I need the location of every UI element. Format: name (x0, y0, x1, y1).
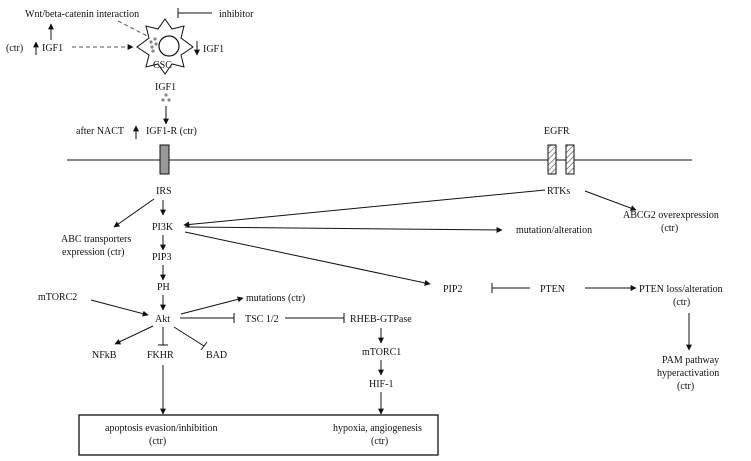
rtks-to-pi3k-arrow (183, 189, 546, 228)
akt-inhibits-bad-tbar (173, 326, 205, 347)
mutations-ctr-label: mutations (ctr) (246, 293, 305, 304)
wnt-beta-catenin-label: Wnt/beta-catenin interaction (25, 9, 139, 20)
rtks-to-abcg2-arrow (584, 190, 637, 211)
csc-nucleus (158, 35, 180, 57)
akt-to-mutations-arrow (180, 296, 244, 315)
hypoxia-line2: (ctr) (371, 436, 388, 447)
outcome-box (78, 414, 439, 456)
apoptosis-line1: apoptosis evasion/inhibition (105, 423, 218, 434)
igf1r-receptor (159, 144, 170, 175)
pi3k-to-mutation-arrow (184, 226, 503, 233)
pam-line3: (ctr) (677, 381, 694, 392)
fkhr-label: FKHR (147, 350, 174, 361)
pam-line2: hyperactivation (657, 368, 719, 379)
mtorc1-label: mTORC1 (362, 347, 401, 358)
pi3k-to-pip2-arrow (184, 231, 431, 286)
igf1-secreted-label: IGF1 (155, 82, 176, 93)
csc-igf1-dots (149, 37, 158, 53)
igf1r-label: IGF1-R (ctr) (146, 126, 197, 137)
ph-label: PH (157, 282, 170, 293)
igf1-right-label: IGF1 (203, 44, 224, 55)
inhibitor-label: inhibitor (219, 9, 254, 20)
ctr-left-label: (ctr) (6, 43, 23, 54)
pten-loss-line2: (ctr) (673, 297, 690, 308)
akt-to-nfkb-arrow (114, 325, 154, 345)
rheb-label: RHEB-GTPase (350, 314, 412, 325)
pten-label: PTEN (540, 284, 565, 295)
akt-label: Akt (155, 314, 170, 325)
hif1-label: HIF-1 (369, 379, 393, 390)
egfr-receptor-right (565, 144, 575, 175)
pi3k-label: PI3K (152, 222, 174, 233)
tsc-label: TSC 1/2 (245, 314, 279, 325)
abc-transporters-line2: expression (ctr) (62, 247, 124, 258)
egfr-label: EGFR (544, 126, 570, 137)
irs-label: IRS (156, 186, 172, 197)
after-nact-label: after NACT (76, 126, 124, 137)
rtks-label: RTKs (547, 186, 570, 197)
egfr-receptor-left (547, 144, 557, 175)
irs-to-abc-arrow (113, 198, 155, 228)
mtorc2-to-akt-arrow (90, 299, 149, 317)
pten-loss-line1: PTEN loss/alteration (639, 284, 723, 295)
pip2-label: PIP2 (443, 284, 462, 295)
pip3-label: PIP3 (152, 252, 171, 263)
igf1-secreted-dots (161, 93, 171, 102)
apoptosis-line2: (ctr) (149, 436, 166, 447)
bad-label: BAD (206, 350, 227, 361)
mtorc2-label: mTORC2 (38, 292, 77, 303)
abcg2-line2: (ctr) (661, 223, 678, 234)
igf1-left-label: IGF1 (42, 43, 63, 54)
csc-label: CSC (153, 60, 172, 71)
mutation-alteration-label: mutation/alteration (516, 225, 592, 236)
abc-transporters-line1: ABC transporters (61, 234, 131, 245)
hypoxia-line1: hypoxia, angiogenesis (333, 423, 422, 434)
nfkb-label: NFkB (92, 350, 117, 361)
abcg2-line1: ABCG2 overexpression (623, 210, 719, 221)
pam-line1: PAM pathway (662, 355, 719, 366)
